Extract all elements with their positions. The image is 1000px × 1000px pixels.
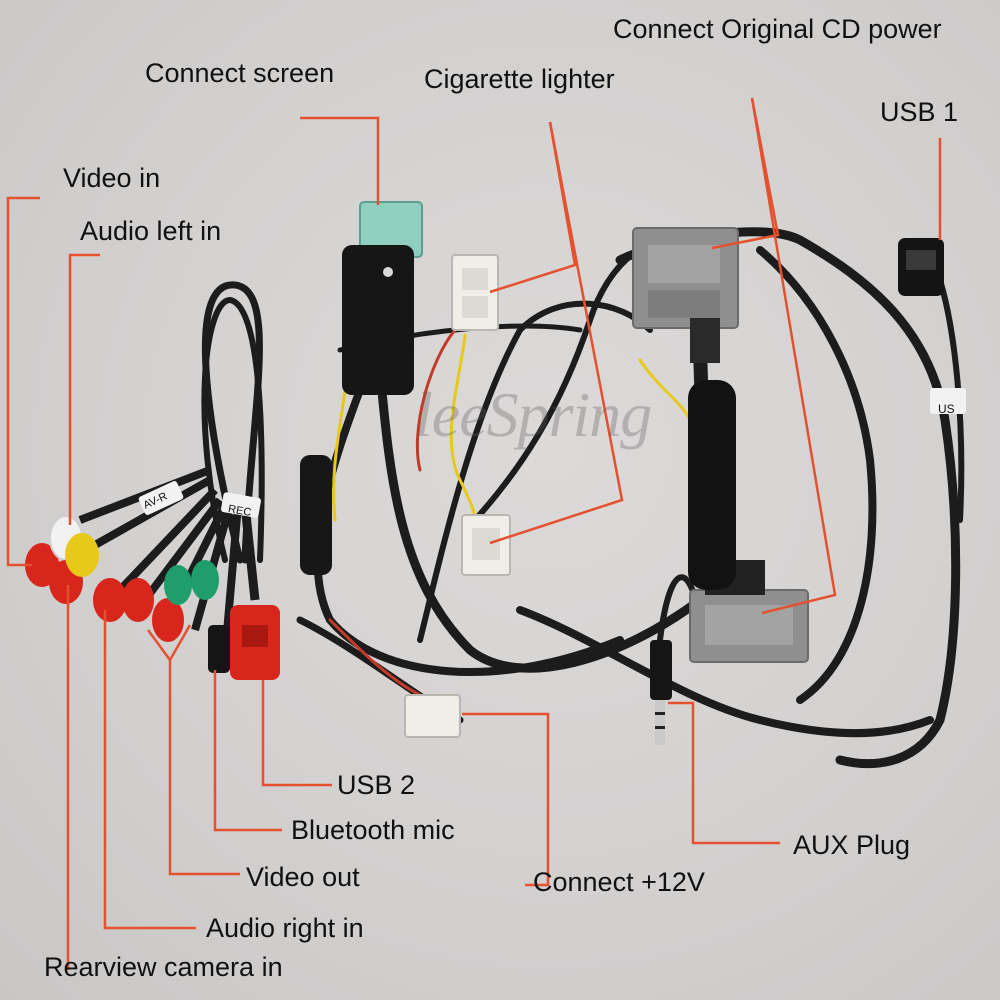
- label-connect-12v: Connect +12V: [533, 867, 705, 897]
- label-audio-right-in: Audio right in: [206, 913, 364, 943]
- leader-audio-left: [68, 253, 100, 525]
- label-usb2: USB 2: [337, 770, 416, 800]
- tag-us: US: [938, 402, 955, 416]
- leader-aux: [668, 701, 780, 845]
- label-usb1: USB 1: [880, 97, 959, 127]
- leader-plus-12v: [462, 712, 550, 887]
- label-connect-original-cd-power: Connect Original CD power: [613, 14, 942, 44]
- watermark: leeSpring: [415, 379, 652, 450]
- harness-sleeve: [688, 380, 736, 590]
- label-bluetooth-mic: Bluetooth mic: [291, 815, 455, 845]
- plus-12v-connector: [404, 694, 461, 738]
- cable-tags: [138, 481, 261, 518]
- label-connect-screen: Connect screen: [145, 58, 335, 88]
- cigarette-lighter-connector: [451, 254, 499, 331]
- leader-video-out: [146, 624, 240, 876]
- rca-plugs: [25, 515, 280, 680]
- leader-cd-top: [711, 97, 780, 250]
- leader-cigarette-top: [489, 121, 577, 294]
- label-aux-plug: AUX Plug: [793, 830, 911, 860]
- label-video-in: Video in: [63, 163, 161, 193]
- leader-connect-screen: [300, 116, 380, 205]
- lighter-lower-connector: [461, 514, 511, 576]
- screen-connector: [342, 201, 423, 395]
- usb1-connector: [898, 238, 966, 414]
- leader-cigarette-lower: [489, 121, 624, 545]
- leader-usb2: [261, 680, 332, 787]
- leader-audio-right: [103, 610, 196, 930]
- label-cigarette-lighter: Cigarette lighter: [424, 64, 615, 94]
- cd-power-connector: [632, 227, 739, 363]
- aux-plug: [650, 640, 672, 745]
- leader-bluetooth-mic: [213, 670, 282, 832]
- leader-lines: [6, 97, 942, 970]
- label-rearview-camera-in: Rearview camera in: [44, 952, 283, 982]
- power-wires: [328, 328, 692, 697]
- leader-cd-lower: [750, 97, 837, 615]
- inline-filter: [300, 455, 332, 575]
- label-video-out: Video out: [246, 862, 360, 892]
- label-audio-left-in: Audio left in: [80, 216, 222, 246]
- leader-video-in: [6, 196, 40, 567]
